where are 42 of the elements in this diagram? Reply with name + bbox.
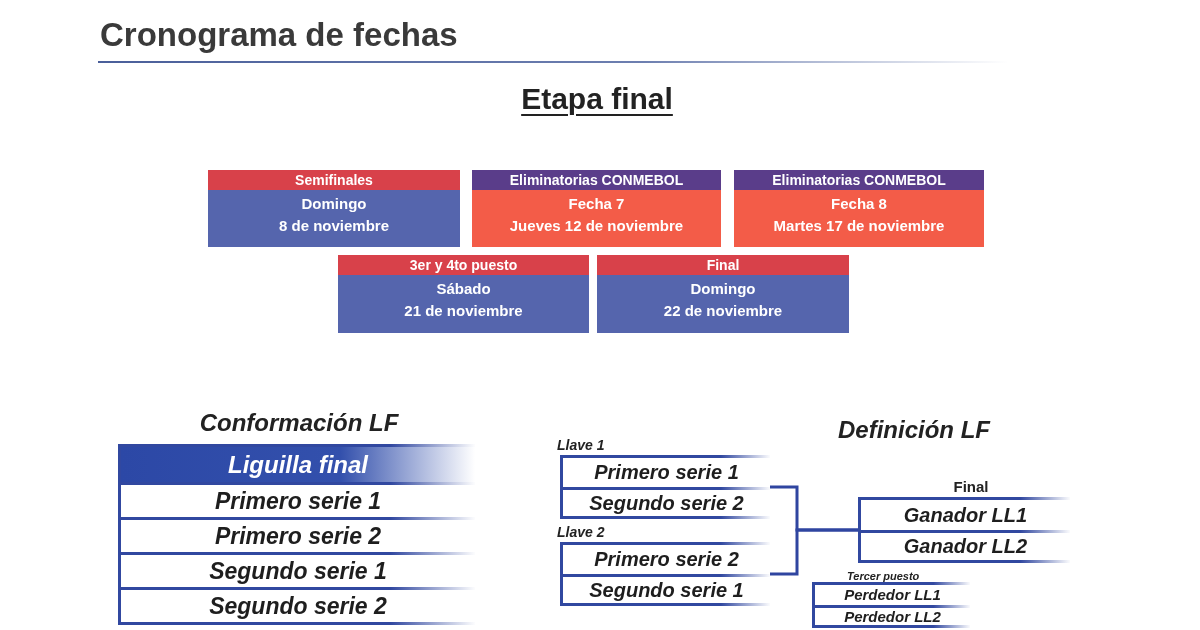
card-subtitle: Domingo [301,194,367,214]
bracket-row: Segundo serie 1 [563,574,770,603]
date-text: Martes 17 de noviembre [773,216,945,236]
bracket-row: Segundo serie 2 [563,487,770,516]
group-heading: Tercer puesto [847,570,920,582]
table-row: Primero serie 1 [121,482,475,517]
schedule-card [734,170,984,247]
bracket-row: Ganador LL2 [861,530,1070,560]
card-subtitle: Fecha 8 [831,194,887,214]
table-row: Primero serie 2 [121,517,475,552]
group-heading: Final [953,478,989,495]
card-header: Final [597,255,849,275]
bracket-row: Primero serie 2 [563,545,770,574]
bracket-row: Primero serie 1 [563,458,770,487]
section-heading: Definición LF [838,416,990,444]
bracket-line [770,528,858,576]
table-row: Segundo serie 2 [121,587,475,622]
card-header: 3er y 4to puesto [338,255,589,275]
schedule-card [597,255,849,333]
page-title: Cronograma de fechas [100,16,458,54]
card-header: Eliminatorias CONMEBOL [472,170,721,190]
bracket-row: Perdedor LL1 [815,585,970,605]
table-header: Liguilla final [121,447,475,482]
bracket-row: Ganador LL1 [861,500,1070,530]
card-subtitle: Domingo [690,279,756,299]
date-text: 8 de noviembre [279,216,389,236]
date-text: Jueves 12 de noviembre [509,216,684,236]
schedule-card [338,255,589,333]
group-heading: Conformación LF [199,409,399,437]
card-header: Semifinales [208,170,460,190]
date-text: 21 de noviembre [404,301,523,321]
schedule-card [208,170,460,247]
group-heading: Llave 1 [557,437,605,453]
table-row: Segundo serie 1 [121,552,475,587]
date-text: 22 de noviembre [663,301,783,321]
section-heading: Etapa final [521,82,673,116]
group-heading: Llave 2 [557,524,605,540]
schedule-card [472,170,721,247]
bracket-row: Perdedor LL2 [815,605,970,625]
card-subtitle: Sábado [436,279,491,299]
card-subtitle: Fecha 7 [568,194,625,214]
card-header: Eliminatorias CONMEBOL [734,170,984,190]
